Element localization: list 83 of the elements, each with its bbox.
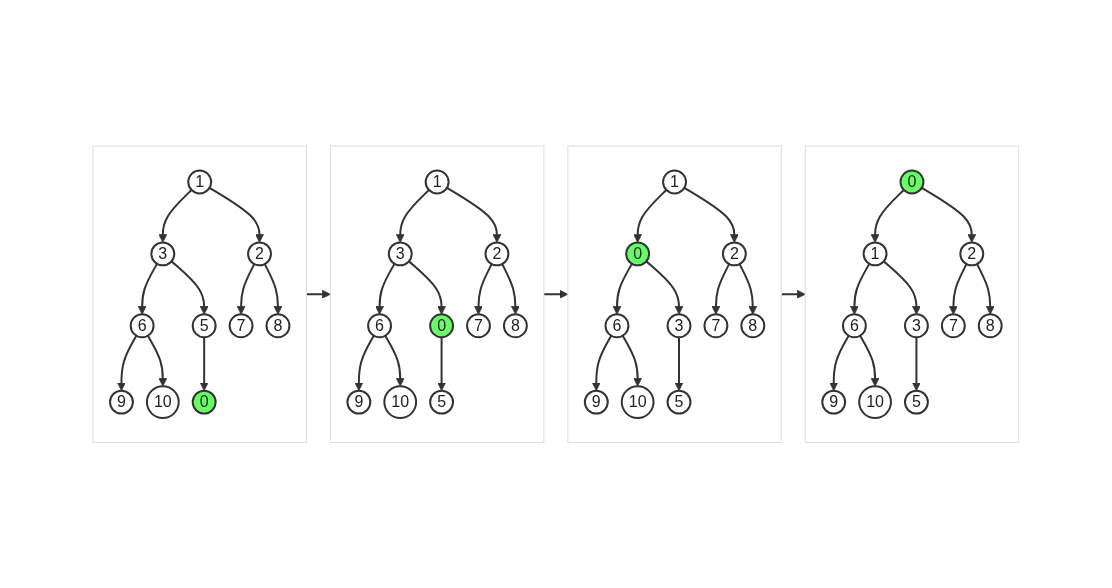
node-circle: 6 [129, 313, 155, 338]
arrow [446, 186, 502, 243]
arrow [645, 260, 684, 315]
node-circle: 9 [584, 389, 609, 415]
node-circle: 7 [228, 313, 254, 338]
arrow [949, 262, 968, 315]
arrow [354, 334, 375, 391]
arrow [780, 289, 806, 299]
arrow [236, 262, 256, 315]
arrow [199, 335, 209, 391]
cluster [92, 145, 308, 443]
arrow [829, 334, 850, 391]
arrow [633, 188, 668, 243]
node-circle: 8 [265, 313, 291, 338]
node-circle: 1 [424, 169, 450, 195]
arrow [543, 289, 569, 299]
cluster [567, 145, 782, 443]
node-circle: 6 [604, 313, 630, 338]
cluster [330, 145, 545, 443]
arrow [263, 262, 283, 315]
cluster [804, 145, 1020, 443]
node-circle: 6 [367, 313, 393, 338]
arrow [859, 334, 880, 387]
node-circle: 1 [862, 241, 888, 267]
arrow [474, 262, 493, 315]
node-circle: 8 [740, 313, 766, 338]
node-circle: 0 [625, 241, 651, 267]
node-circle: 0 [899, 169, 925, 195]
arrow [170, 260, 209, 315]
arrow [384, 334, 405, 387]
node-circle: 10 [620, 384, 655, 419]
node-circle: 0 [191, 389, 217, 415]
node-circle: 2 [484, 241, 510, 267]
arrow [117, 334, 138, 391]
arrow [850, 262, 871, 315]
arrow [408, 260, 447, 315]
node-circle: 5 [429, 389, 455, 415]
arrow [375, 262, 396, 315]
arrow [208, 186, 265, 243]
arrow [870, 188, 905, 243]
node-circle: 5 [904, 389, 930, 415]
node-circle: 9 [821, 389, 847, 415]
node-circle: 6 [842, 313, 867, 338]
arrow [674, 335, 684, 391]
arrow [137, 262, 159, 315]
arrow [305, 289, 331, 299]
node-circle: 3 [904, 313, 930, 338]
arrow [711, 262, 731, 315]
node-circle: 5 [191, 313, 217, 338]
arrow [976, 262, 995, 315]
arrow [612, 262, 634, 315]
node-circle: 3 [387, 241, 413, 267]
arrow [147, 334, 168, 387]
arrow [621, 334, 643, 387]
node-circle: 2 [247, 241, 273, 267]
node-circle: 1 [662, 169, 688, 195]
node-circle: 3 [666, 313, 692, 338]
node-circle: 8 [503, 313, 528, 338]
arrow [882, 260, 921, 315]
node-circle: 9 [346, 389, 372, 415]
arrow [396, 188, 431, 243]
arrow [437, 335, 447, 391]
node-circle: 2 [959, 241, 985, 267]
node-circle: 10 [146, 384, 180, 419]
arrow [683, 186, 739, 243]
node-circle: 7 [466, 313, 492, 338]
node-circle: 3 [150, 241, 176, 267]
arrow [592, 334, 613, 391]
node-circle: 5 [666, 389, 692, 415]
arrow [912, 335, 921, 391]
node-circle: 10 [858, 384, 893, 419]
node-circle: 2 [722, 241, 747, 267]
node-circle: 1 [187, 169, 213, 195]
arrow [158, 188, 193, 243]
node-circle: 8 [977, 313, 1003, 338]
arrow [501, 262, 520, 315]
arrow [920, 186, 977, 243]
node-circle: 7 [941, 313, 966, 338]
node-circle: 7 [703, 313, 729, 338]
node-circle: 9 [109, 389, 135, 415]
node-circle: 0 [429, 313, 455, 338]
node-circle: 10 [383, 384, 418, 419]
arrow [738, 262, 758, 315]
